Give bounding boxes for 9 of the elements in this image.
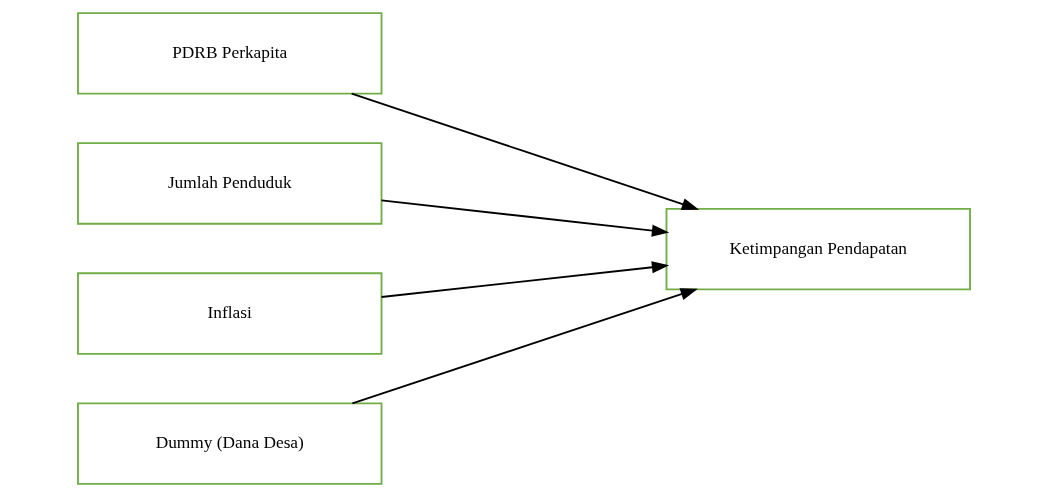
node-box: Jumlah Penduduk	[77, 142, 383, 225]
node-box: Dummy (Dana Desa)	[77, 402, 383, 485]
arrow	[351, 288, 698, 405]
arrow	[380, 199, 670, 237]
arrow	[380, 261, 670, 298]
node-box: PDRB Perkapita	[77, 12, 383, 95]
arrow	[350, 92, 700, 210]
node-box: Ketimpangan Pendapatan	[665, 207, 971, 291]
node-box: Inflasi	[77, 272, 383, 355]
